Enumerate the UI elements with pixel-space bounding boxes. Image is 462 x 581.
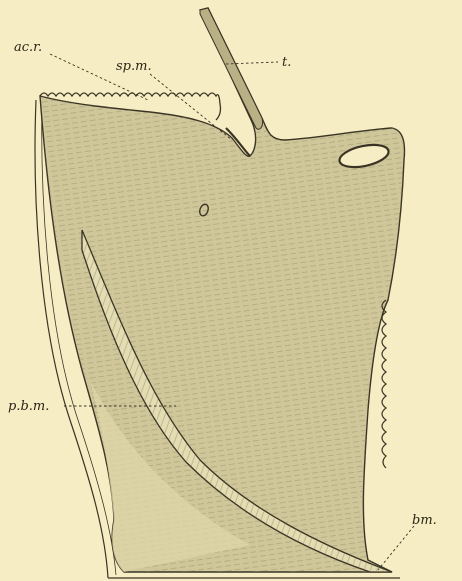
tentacle [200, 8, 263, 129]
label-t: t. [282, 55, 291, 70]
label-sp-m: sp.m. [116, 59, 152, 74]
right-wavy-margin [382, 300, 386, 468]
label-bm: bm. [412, 513, 437, 528]
label-ac-r: ac.r. [14, 40, 42, 55]
label-p-b-m: p.b.m. [8, 399, 49, 414]
leader-bm [378, 526, 414, 570]
